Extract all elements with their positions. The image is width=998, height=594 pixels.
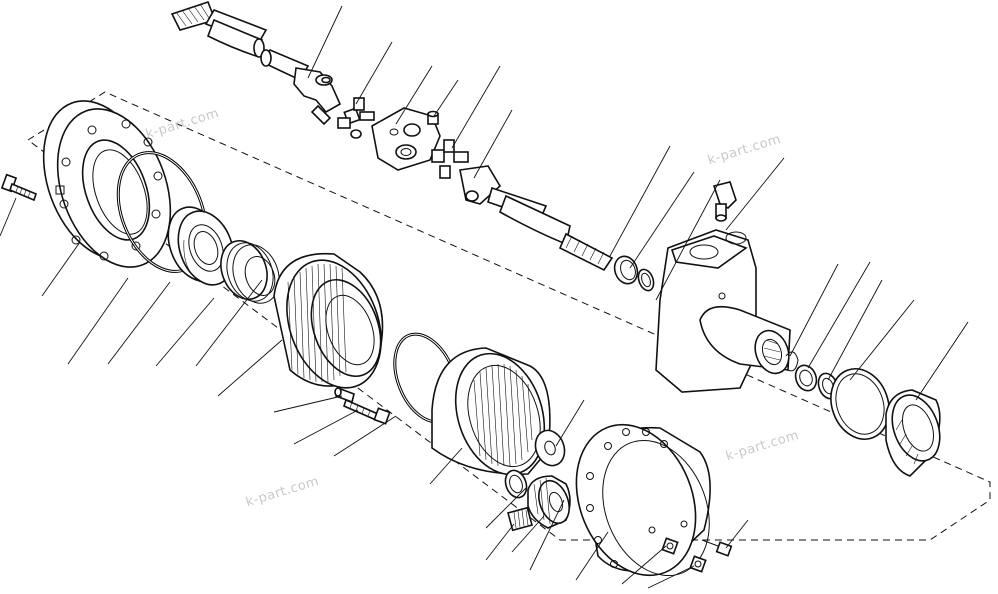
sensor xyxy=(712,181,737,222)
bolt xyxy=(0,173,37,202)
screw xyxy=(343,398,391,425)
shim xyxy=(794,364,818,392)
dowel-pin xyxy=(334,386,355,404)
ring-gear xyxy=(273,252,384,389)
steering-knuckle xyxy=(655,229,791,393)
assembly-boundary-dashed xyxy=(27,91,991,541)
hub-cover xyxy=(575,423,711,577)
output-shaft xyxy=(459,165,614,272)
ball-bearing xyxy=(167,206,235,286)
tapered-bearing xyxy=(885,389,941,477)
retaining-ring xyxy=(504,469,528,499)
cross-spider-2 xyxy=(431,139,469,179)
large-seal xyxy=(830,368,890,440)
universal-joint-yoke xyxy=(293,67,342,126)
seal-ring xyxy=(613,255,639,285)
snap-ring xyxy=(785,351,799,372)
drive-shaft xyxy=(170,1,310,82)
plug-2 xyxy=(689,555,707,573)
plug xyxy=(661,537,679,555)
joint-housing xyxy=(371,107,441,171)
grease-nipple xyxy=(427,110,439,125)
leader-lines xyxy=(0,5,969,589)
spring-washer xyxy=(220,240,280,304)
flange xyxy=(42,100,172,268)
planet-drum xyxy=(431,347,551,476)
planet-gear xyxy=(527,475,571,529)
cross-spider xyxy=(337,97,375,139)
spacer xyxy=(637,268,655,292)
thrust-washer xyxy=(534,429,566,467)
